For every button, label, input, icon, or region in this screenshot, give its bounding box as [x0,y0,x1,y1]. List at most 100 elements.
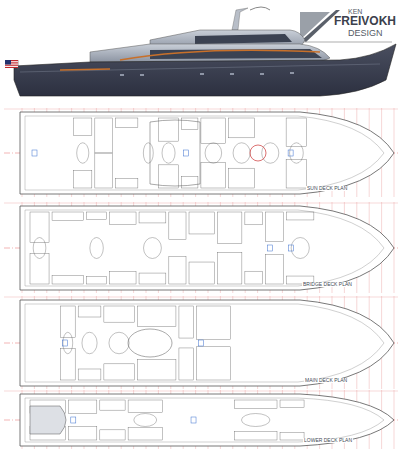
deck-title: BRIDGE DECK PLAN [302,282,353,287]
furniture [162,143,175,164]
room [169,212,186,239]
room [74,171,92,188]
room [159,165,179,188]
grid-line [4,203,398,204]
room [287,212,314,220]
room [87,277,107,284]
hull-outline [20,394,394,446]
fixture [191,417,196,423]
grid-line [4,297,398,298]
hull-outline [20,206,394,290]
fixture [288,150,293,156]
grid-line [4,109,398,110]
room [286,160,307,188]
room [87,212,107,219]
room [104,306,134,322]
room [139,212,166,223]
room [60,306,75,338]
room [78,369,101,380]
room [115,179,137,188]
room [280,432,304,440]
room [128,400,162,413]
room [181,118,198,129]
yacht-profile [5,7,396,96]
room [30,212,49,243]
deck-plan [4,390,398,449]
fixture [32,150,37,156]
deck-plans [4,108,398,449]
deck-title: MAIN DECK PLAN [304,378,348,383]
room [229,118,255,138]
tender [30,406,66,434]
furniture [144,238,162,259]
furniture [109,332,129,354]
room [100,400,125,410]
room [52,276,83,284]
furniture [205,143,222,164]
room [60,348,75,380]
room [100,430,125,440]
room [159,118,179,141]
room [265,212,283,242]
room [115,118,137,127]
room [78,306,101,317]
room [245,212,262,225]
hull-outline [20,112,394,194]
room [104,364,134,380]
room [30,253,49,284]
deck-title: SUN DECK PLAN [306,186,348,191]
room [110,271,136,284]
deck-edge [25,116,384,190]
furniture [241,414,269,427]
dining-table [128,329,172,357]
deck-edge [25,304,384,382]
room [245,271,262,284]
furniture [77,143,89,164]
sunpad [150,120,200,186]
room [137,360,176,380]
fixture [289,245,294,251]
fixture [267,245,272,251]
logo-text: KEN [348,8,362,15]
room [197,347,231,380]
fixture [183,150,188,156]
room [286,118,307,146]
room [139,273,166,284]
room [229,168,255,188]
furniture [291,238,309,259]
room [189,212,214,234]
room [179,348,194,380]
room [179,306,194,338]
room [217,212,242,243]
room [280,400,304,408]
room [169,257,186,284]
room [234,432,277,440]
hull-outline [20,300,394,386]
room [69,426,97,440]
deck-plan [4,296,398,389]
room [181,177,198,188]
room [69,400,97,414]
room [197,306,231,339]
deck-plan [4,108,398,197]
deck-edge [25,398,384,442]
furniture [33,238,46,259]
furniture [134,414,157,427]
furniture [90,238,103,259]
room [201,162,226,188]
grid-line [4,391,398,392]
room [74,118,92,135]
jacuzzi [250,145,266,161]
furniture [262,143,279,164]
room [234,400,277,408]
room [110,212,136,225]
room [128,427,162,440]
room [52,212,83,220]
logo-text: FREIVOKH [334,15,396,27]
furniture [233,143,250,164]
room [201,118,226,144]
logo-text: DESIGN [348,29,383,38]
deck-plan [4,202,398,293]
